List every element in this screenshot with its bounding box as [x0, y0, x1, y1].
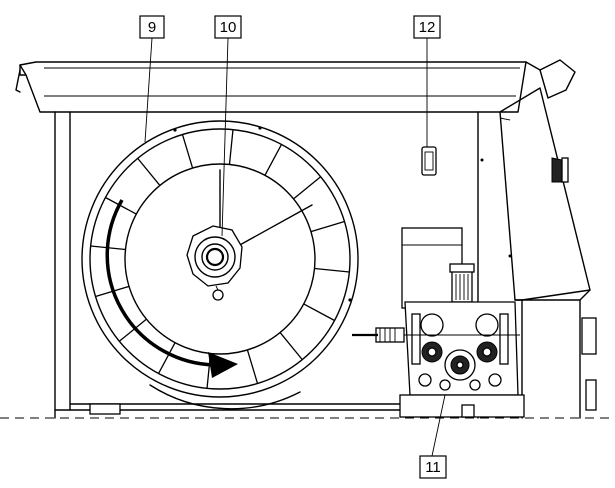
spool-segment-divider [293, 176, 322, 200]
spool-segment-divider [137, 157, 161, 186]
spool-segment-divider [228, 129, 234, 165]
housing [15, 59, 597, 419]
spool-segment-divider [314, 267, 350, 273]
spool-segment-divider [105, 196, 137, 215]
spool-segment-divider [246, 349, 259, 384]
spool-hub [186, 225, 243, 301]
leader-line-10 [221, 37, 229, 237]
callout-9: 9 [139, 15, 165, 39]
rotation-arrow [105, 199, 238, 378]
spool-segment-divider [181, 134, 194, 169]
power-switch [421, 146, 437, 176]
callout-11: 11 [419, 455, 447, 479]
spool-segment-divider [310, 220, 345, 233]
callout-10: 10 [214, 15, 242, 39]
spool-segment-divider [157, 342, 176, 374]
callout-10-label: 10 [220, 19, 237, 36]
callout-12-label: 12 [419, 19, 436, 36]
spool-segment-divider [303, 303, 335, 322]
spool-segment-divider [118, 318, 147, 342]
spool-segment-divider [264, 144, 283, 176]
callout-12: 12 [413, 15, 441, 39]
callout-11-label: 11 [425, 459, 441, 476]
leader-line-11 [431, 394, 446, 457]
leader-line-9 [144, 37, 153, 143]
spool-segment-divider [279, 332, 303, 361]
wire-feeder [352, 227, 525, 418]
callout-9-label: 9 [148, 19, 156, 36]
